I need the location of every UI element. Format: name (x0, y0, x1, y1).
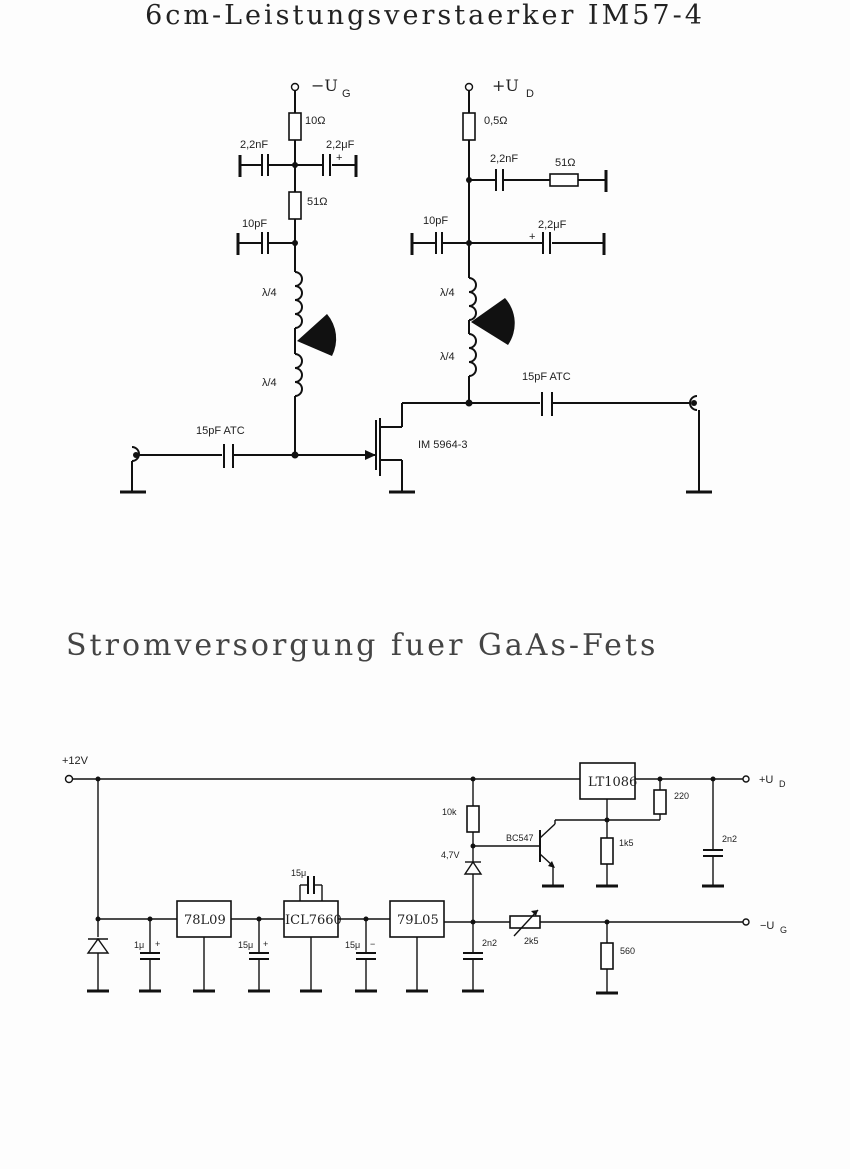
protection-diode (86, 937, 110, 954)
lt1086-label: LT1086 (588, 775, 637, 790)
potentiometer-2k5-label: 2k5 (524, 936, 539, 946)
cap-15u-b-label: 15μ (345, 940, 360, 950)
resistor-10k (466, 805, 480, 833)
cap-1u-plus: + (155, 939, 160, 949)
gate-supply-terminal (290, 82, 300, 92)
resistor-220-label: 220 (674, 791, 689, 801)
regulator-78l09-label: 78L09 (184, 913, 226, 928)
ug-output-label: −U (760, 920, 774, 932)
gate-resistor-10 (288, 112, 302, 141)
input-cap-label: 15pF ATC (196, 425, 245, 437)
input-12v-terminal (64, 774, 74, 784)
bc547-label: BC547 (506, 833, 534, 843)
power-supply-circuit: +12V LT1086 +U D 220 1k5 (62, 755, 787, 995)
cap-2n2-left-label: 2n2 (482, 938, 497, 948)
drain-inductor-2 (468, 333, 477, 377)
gate-inductor-1-label: λ/4 (262, 287, 277, 299)
icl7660-inverter (283, 900, 339, 938)
potentiometer-2k5 (509, 915, 541, 929)
zener-diode (463, 860, 483, 875)
drain-resistor-51 (549, 173, 579, 187)
amplifier-circuit: −U G 10Ω 2,2nF 2,2μF + 51Ω (120, 76, 712, 494)
regulator-79l05 (389, 900, 445, 938)
gate-radial-stub (297, 314, 337, 356)
gate-inductor-1 (294, 271, 303, 329)
amplifier-title: 6cm-Leistungsverstaerker IM57-4 (145, 0, 705, 31)
ug-output-terminal (742, 918, 750, 926)
cap-15u-a-label: 15μ (238, 940, 253, 950)
output-connector (689, 395, 698, 411)
regulator-79l05-label: 79L05 (397, 913, 439, 928)
drain-supply-terminal (464, 82, 474, 92)
input-12v-label: +12V (62, 755, 89, 767)
resistor-560 (600, 942, 614, 970)
ud-output-label: +U (759, 774, 773, 786)
gate-inductor-2 (294, 353, 303, 397)
drain-supply-label: +U (492, 76, 519, 95)
drain-inductor-2-label: λ/4 (440, 351, 455, 363)
drain-cap-10p-label: 10pF (423, 215, 448, 227)
power-supply-title: Stromversorgung fuer GaAs-Fets (66, 628, 659, 663)
fet-label: IM 5964-3 (418, 439, 468, 451)
gate-supply-label: −U (311, 76, 338, 95)
cap-15u-a-plus: + (263, 939, 268, 949)
ud-output-terminal (742, 775, 750, 783)
drain-supply-sub: D (526, 88, 534, 100)
icl7660-label: ICL7660 (285, 913, 342, 928)
drain-cap-2n2-label: 2,2nF (490, 153, 518, 165)
gate-resistor-51-label: 51Ω (307, 196, 327, 208)
gate-cap-plus: + (336, 152, 342, 164)
drain-inductor-1-label: λ/4 (440, 287, 455, 299)
gate-inductor-2-label: λ/4 (262, 377, 277, 389)
drain-cap-plus: + (529, 231, 535, 243)
resistor-1k5 (600, 837, 614, 865)
drain-resistor-05 (462, 112, 476, 141)
resistor-560-label: 560 (620, 946, 635, 956)
drain-cap-2u2-label: 2,2μF (538, 219, 567, 231)
gate-cap-2n2-label: 2,2nF (240, 139, 268, 151)
gate-resistor-51 (288, 191, 302, 220)
gate-supply-sub: G (342, 88, 351, 100)
zener-label: 4,7V (441, 850, 460, 860)
drain-radial-stub (471, 298, 515, 345)
resistor-10k-label: 10k (442, 807, 457, 817)
ud-output-sub: D (779, 779, 786, 789)
cap-15u-top-label: 15μ (291, 868, 306, 878)
drain-inductor-1 (468, 277, 477, 321)
gate-cap-10p-label: 10pF (242, 218, 267, 230)
output-cap-label: 15pF ATC (522, 371, 571, 383)
cap-15u-b-minus: − (370, 939, 375, 949)
cap-1u-label: 1μ (134, 940, 144, 950)
gate-resistor-10-label: 10Ω (305, 115, 325, 127)
drain-resistor-05-label: 0,5Ω (484, 115, 508, 127)
cap-2n2-right-label: 2n2 (722, 834, 737, 844)
gate-cap-2u2-label: 2,2μF (326, 139, 355, 151)
resistor-1k5-label: 1k5 (619, 838, 634, 848)
resistor-220 (653, 789, 667, 815)
ug-output-sub: G (780, 925, 787, 935)
drain-resistor-51-label: 51Ω (555, 157, 575, 169)
